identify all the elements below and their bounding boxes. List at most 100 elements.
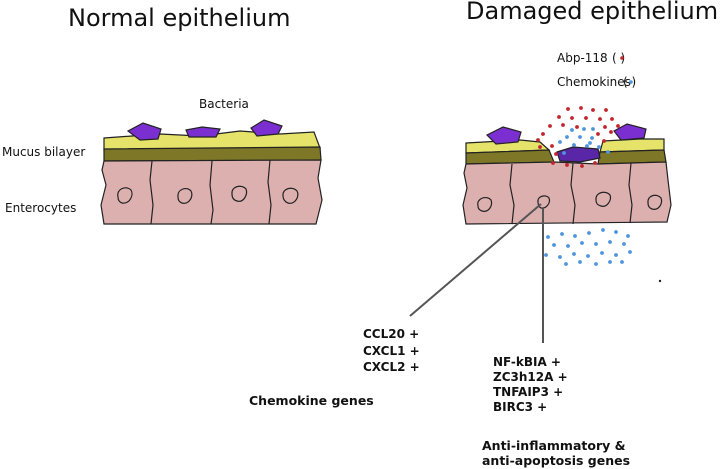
- chemokine-dot: [620, 260, 624, 264]
- chemokine-dot: [570, 128, 574, 132]
- abp118-dot: [598, 117, 602, 121]
- normal-cell-border: [267, 159, 272, 225]
- chemokine-dot: [586, 254, 590, 258]
- anti-inflammatory-heading: Anti-inflammatory &: [482, 438, 626, 453]
- chemokine-gene: CCL20 +: [363, 327, 419, 341]
- abp118-legend-paren: ( ): [612, 51, 625, 65]
- normal-mucus-lower-layer: [103, 146, 322, 162]
- abp118-dot: [554, 152, 558, 156]
- chemokine-dot: [582, 127, 586, 131]
- chemokine-dot: [578, 135, 582, 139]
- abp118-legend-dot: [620, 56, 624, 60]
- anti-inflammatory-gene: NF-kBIA +: [493, 355, 561, 369]
- chemokine-dot: [558, 255, 562, 259]
- chemokine-dot: [597, 145, 601, 149]
- chemokine-dot: [588, 141, 592, 145]
- chemokine-dot: [594, 262, 598, 266]
- abp118-dot: [550, 144, 554, 148]
- chemokine-dot: [580, 241, 584, 245]
- chemokine-dot: [552, 243, 556, 247]
- chemokine-dot: [585, 144, 589, 148]
- normal-enterocyte-layer: [100, 159, 323, 225]
- damaged-cell-border: [509, 163, 515, 225]
- chemokine-dot: [622, 242, 626, 246]
- chemokine-dot: [558, 140, 562, 144]
- chemokine-dot: [614, 253, 618, 257]
- abp118-dot: [602, 139, 606, 143]
- abp118-dot: [551, 161, 555, 165]
- bacterium-penetrating: [556, 146, 601, 163]
- chemokine-legend-dot: [629, 80, 633, 84]
- abp118-dot: [570, 116, 574, 120]
- stray-dot: [658, 279, 662, 283]
- bacterium: [613, 123, 647, 141]
- chemokine-dot: [587, 231, 591, 235]
- chemokine-dot: [608, 240, 612, 244]
- chemokine-connector-line: [409, 203, 542, 317]
- abp118-dot: [541, 132, 545, 136]
- damaged-epithelium-title: Damaged epithelium: [466, 0, 718, 25]
- chemokine-dot: [578, 260, 582, 264]
- anti-inflammatory-gene: TNFAIP3 +: [493, 385, 563, 399]
- chemokine-dot: [564, 262, 568, 266]
- abp118-dot: [548, 124, 552, 128]
- chemokine-dot: [608, 260, 612, 264]
- chemokine-dot: [628, 250, 632, 254]
- abp118-dot: [591, 108, 595, 112]
- abp118-dot: [596, 132, 600, 136]
- abp118-dot: [536, 138, 540, 142]
- chemokine-dot: [626, 234, 630, 238]
- enterocytes-label: Enterocytes: [5, 201, 76, 215]
- chemokine-genes-heading: Chemokine genes: [249, 393, 374, 408]
- normal-nucleus: [117, 187, 133, 204]
- chemokine-dot: [594, 242, 598, 246]
- anti-apoptosis-heading: anti-apoptosis genes: [482, 453, 630, 468]
- chemokine-dot: [562, 151, 566, 155]
- abp118-dot: [593, 161, 597, 165]
- damaged-nucleus: [647, 194, 663, 210]
- mucus-bilayer-label: Mucus bilayer: [2, 145, 85, 159]
- chemokine-dot: [591, 127, 595, 131]
- damaged-epithelium-panel: [462, 123, 672, 225]
- abp118-dot: [580, 164, 584, 168]
- anti-inflammatory-gene: BIRC3 +: [493, 400, 547, 414]
- abp118-dot: [575, 125, 579, 129]
- abp118-dot: [610, 117, 614, 121]
- anti-inflammatory-gene: ZC3h12A +: [493, 370, 568, 384]
- normal-nucleus: [282, 187, 299, 204]
- chemokine-dot: [544, 253, 548, 257]
- abp118-dot: [565, 163, 569, 167]
- bacterium: [126, 122, 162, 141]
- legend: Abp-118 ( ) Chemokines ( ): [557, 51, 636, 89]
- bacteria-label: Bacteria: [199, 97, 249, 111]
- chemokine-dot: [573, 234, 577, 238]
- bacterium: [185, 126, 221, 138]
- normal-epithelium-title: Normal epithelium: [68, 4, 290, 32]
- molecule-dots: [536, 106, 632, 266]
- chemokine-dot: [572, 252, 576, 256]
- chemokines-legend-label: Chemokines: [557, 75, 631, 89]
- chemokine-dot: [560, 232, 564, 236]
- chemokine-dot: [614, 230, 618, 234]
- normal-cell-border: [209, 160, 214, 225]
- damaged-nucleus: [477, 196, 493, 212]
- chemokine-dot: [606, 150, 610, 154]
- chemokine-dot: [565, 135, 569, 139]
- abp118-dot: [616, 124, 620, 128]
- normal-nucleus: [177, 187, 193, 204]
- abp118-dot: [603, 125, 607, 129]
- chemokine-dot: [572, 143, 576, 147]
- damaged-enterocyte-layer: [462, 161, 672, 225]
- chemokine-gene: CXCL1 +: [363, 344, 420, 358]
- normal-cell-border: [149, 160, 154, 225]
- abp118-dot: [561, 123, 565, 127]
- bacterium: [250, 119, 283, 137]
- chemokine-gene: CXCL2 +: [363, 360, 420, 374]
- bacterium: [485, 126, 522, 145]
- chemokine-dot: [600, 251, 604, 255]
- chemokine-dot: [590, 136, 594, 140]
- abp118-dot: [584, 116, 588, 120]
- damaged-cell-border: [570, 162, 576, 225]
- damaged-cell-border: [628, 162, 633, 224]
